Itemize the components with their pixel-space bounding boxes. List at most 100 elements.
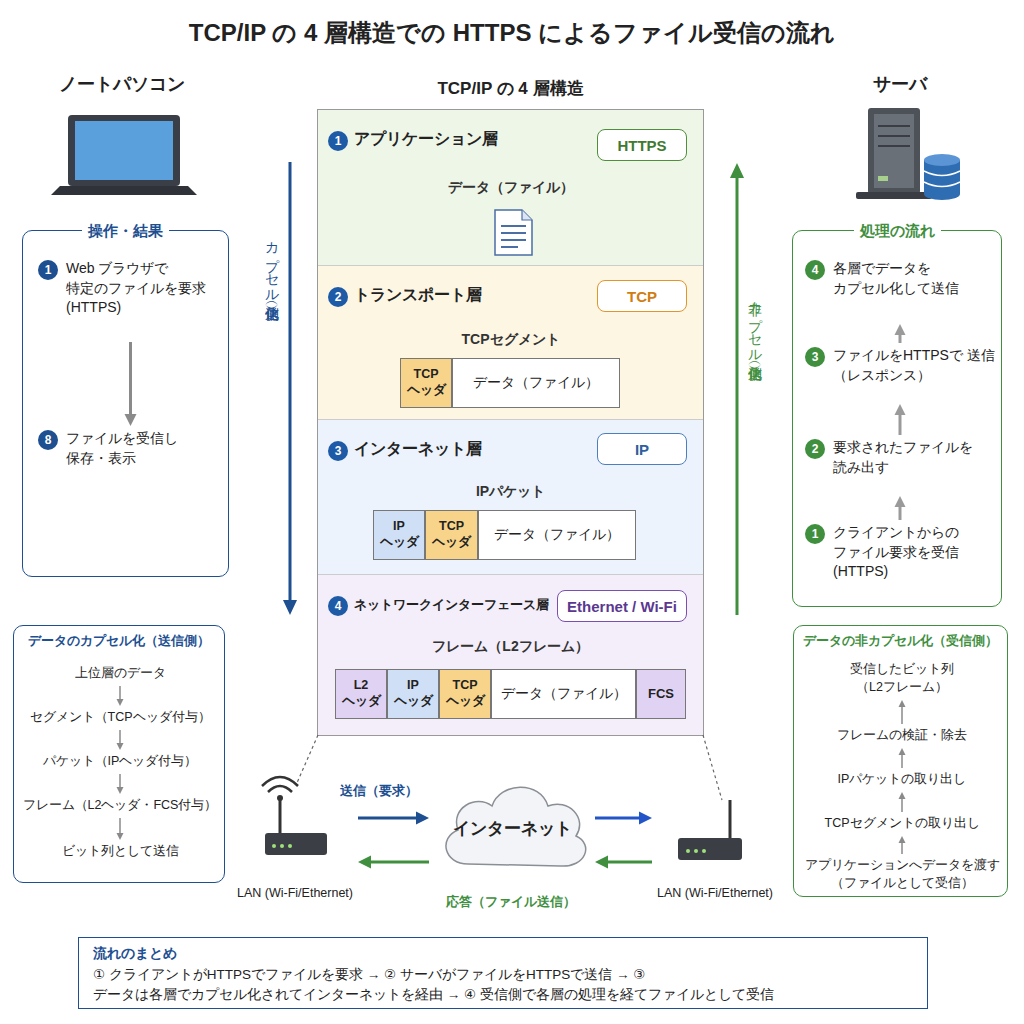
flow-arrow	[899, 792, 906, 812]
cell-node: TCP ヘッダ	[439, 669, 491, 719]
process-step-text: フレームの検証・除去	[802, 727, 1002, 745]
cell-node: TCP ヘッダ	[400, 358, 452, 408]
layer-title: トランスポート層	[354, 284, 482, 306]
layer-node: 1アプリケーション層データ（ファイル）HTTPS	[318, 110, 703, 266]
header-field: TCP ヘッダ	[401, 367, 451, 398]
server-led	[878, 176, 888, 181]
flow-arrow	[899, 836, 906, 854]
arrow-line	[119, 686, 121, 700]
step-node: 1クライアントからの ファイル要求を受信 (HTTPS)	[805, 523, 995, 595]
cloud-shape	[446, 787, 586, 866]
cell-node: IP ヘッダ	[387, 669, 439, 719]
header-field: データ（ファイル）	[501, 685, 627, 703]
item-node: 上位層のデータ	[20, 665, 220, 683]
flow-arrow	[117, 686, 124, 706]
panel-heading-row: 操作・結果	[23, 220, 228, 241]
flow-arrow	[117, 774, 124, 794]
badge-node: HTTPS	[597, 129, 687, 161]
flow-arrow	[895, 496, 906, 520]
flow-arrow	[358, 812, 429, 825]
router-node: LAN (Wi-Fi/Ethernet)	[655, 775, 775, 902]
header-field: データ（ファイル）	[473, 374, 599, 392]
router-antenna	[729, 800, 732, 839]
protocol-badge-text: HTTPS	[617, 135, 666, 156]
arrowhead	[895, 404, 906, 415]
cloud-node: インターネット	[432, 772, 592, 880]
process-step-text: 受信したビット列 （L2フレーム）	[827, 661, 977, 696]
callout-number: 8	[38, 430, 58, 450]
free-label: 非カプセル化（送信側）	[745, 292, 765, 356]
document-line	[501, 246, 518, 248]
badge-node: TCP	[597, 280, 687, 312]
router-body	[678, 838, 742, 860]
step-text: ファイルをHTTPSで 送信（レスポンス）	[833, 346, 995, 385]
cell-node: TCP ヘッダ	[425, 510, 478, 560]
callout-number: 2	[328, 287, 348, 307]
panel-node: データのカプセル化（送信側）上位層のデータセグメント（TCPヘッダ付与）パケット…	[13, 625, 225, 883]
document-icon	[495, 210, 532, 255]
process-step-text: アプリケーションへデータを渡す （ファイルとして受信）	[802, 857, 1002, 892]
router-led	[702, 849, 706, 853]
arrow-line	[899, 333, 902, 343]
callout-number: 3	[328, 441, 348, 461]
callout-number: 4	[805, 260, 825, 280]
arrowhead	[595, 856, 608, 869]
flow-arrow	[899, 700, 906, 724]
cell-node: L2 ヘッダ	[335, 669, 387, 719]
arrowhead	[358, 856, 371, 869]
database-bottom	[924, 188, 960, 200]
router-led	[686, 849, 690, 853]
cell-node: データ（ファイル）	[452, 358, 620, 408]
flow-arrow	[895, 404, 906, 435]
panel-node: 操作・結果1Web ブラウザで 特定のファイルを要求 (HTTPS)8ファイルを…	[22, 230, 229, 577]
arrow-line	[119, 774, 121, 788]
item-node: パケット（IPヘッダ付与）	[20, 753, 220, 771]
layer-stack-heading: TCP/IP の 4 層構造	[318, 77, 703, 101]
callout-number: 1	[805, 524, 825, 544]
process-step-text: 上位層のデータ	[20, 665, 220, 683]
decapsulation-arrowhead	[730, 163, 744, 178]
router-led	[280, 844, 284, 848]
arrow-line	[899, 505, 902, 520]
summary-text: ① クライアントがHTTPSでファイルを要求 → ② サーバがファイルをHTTP…	[93, 965, 915, 1004]
wifi-arc	[268, 786, 292, 792]
server-slot	[878, 125, 910, 127]
router-led	[694, 849, 698, 853]
arrow-line	[901, 706, 903, 724]
arrowhead	[117, 743, 124, 750]
data-unit-name: TCPセグメント	[318, 330, 703, 350]
router-led	[288, 844, 292, 848]
router-body	[265, 833, 327, 855]
panel-node: データの非カプセル化（受信側）受信したビット列 （L2フレーム）フレームの検証・…	[793, 625, 1008, 897]
layer-title: ネットワークインターフェース層	[354, 596, 549, 614]
process-step-text: セグメント（TCPヘッダ付与）	[20, 709, 220, 727]
wifi-dot	[277, 795, 283, 801]
free-label: ノートパソコン	[22, 72, 222, 97]
step-node: 8ファイルを受信し 保存・表示	[38, 429, 223, 489]
lan-label: LAN (Wi-Fi/Ethernet)	[655, 885, 775, 902]
panel-heading: 操作・結果	[82, 220, 169, 241]
wifi-arc	[262, 777, 298, 786]
document-fold	[522, 210, 532, 220]
layer-node: 4ネットワークインターフェース層フレーム（L2フレーム）Ethernet / W…	[318, 575, 703, 735]
protocol-badge-text: IP	[635, 439, 649, 460]
arrowhead	[895, 496, 906, 507]
flow-arrow	[117, 818, 124, 840]
arrow-label: 応答（ファイル送信）	[446, 893, 576, 911]
layer-title: アプリケーション層	[354, 128, 498, 150]
callout-number: 4	[328, 596, 348, 616]
server-stand	[856, 192, 932, 199]
arrowhead	[899, 836, 906, 843]
arrow-line	[899, 413, 902, 435]
arrow-line	[119, 818, 121, 834]
flow-arrow	[595, 812, 652, 825]
flow-arrow	[595, 856, 652, 869]
item-node: フレームの検証・除去	[802, 727, 1002, 745]
laptop-screen-frame	[68, 115, 180, 186]
cell-node: データ（ファイル）	[491, 669, 636, 719]
header-field: FCS	[648, 686, 674, 702]
panel-node: 処理の流れ4各層でデータを カプセル化して送信3ファイルをHTTPSで 送信（レ…	[792, 230, 1002, 607]
header-field: TCP ヘッダ	[440, 678, 490, 709]
arrowhead	[899, 792, 906, 799]
